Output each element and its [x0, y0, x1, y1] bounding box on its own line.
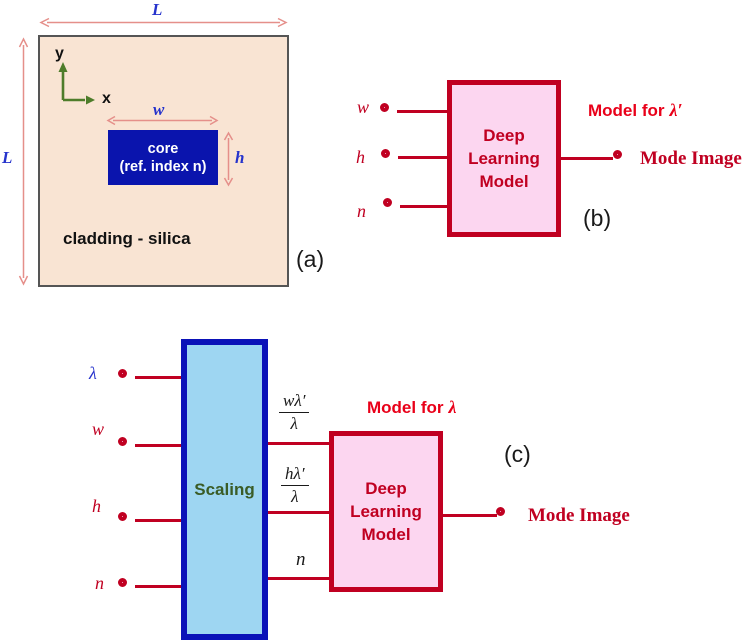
scaled-w-fraction: wλ′ λ: [279, 391, 310, 434]
output-label-b: Mode Image: [640, 148, 742, 169]
wire: [135, 519, 181, 522]
wire-label-n: n: [296, 549, 306, 570]
wire: [135, 444, 181, 447]
core-height-label: h: [235, 148, 245, 167]
core-title: core: [147, 140, 179, 157]
fraction-numerator: hλ′: [281, 464, 309, 486]
output-node-icon: [613, 150, 622, 159]
box-line: Learning: [350, 502, 422, 521]
wire: [398, 156, 447, 159]
output-node-icon: [496, 507, 505, 516]
caption-prefix: Model for: [588, 101, 665, 120]
wire: [443, 514, 497, 517]
input-node-icon: [381, 149, 390, 158]
xy-axes-icon: [58, 62, 95, 105]
dim-label-left-L: L: [2, 148, 13, 167]
input-node-icon: [118, 578, 127, 587]
wire: [268, 511, 330, 514]
input-label-w: w: [357, 97, 370, 117]
axis-y-label: y: [55, 45, 64, 62]
input-label-h: h: [92, 496, 101, 516]
core-width-label: w: [153, 100, 165, 119]
fraction-numerator: wλ′: [279, 391, 310, 413]
input-node-icon: [380, 103, 389, 112]
wire: [135, 585, 181, 588]
scaling-label: Scaling: [194, 479, 255, 499]
input-label-n: n: [95, 573, 104, 593]
dim-label-top-L: L: [152, 0, 163, 19]
panel-b-tag: (b): [583, 205, 612, 231]
output-label-c: Mode Image: [528, 505, 630, 526]
core-subtitle: (ref. index n): [119, 158, 207, 175]
caption-symbol: λ: [448, 397, 457, 417]
input-label-lambda: λ: [89, 363, 97, 383]
input-node-icon: [118, 369, 127, 378]
core-height-arrow-icon: [223, 131, 234, 187]
core-width-arrow-icon: [106, 115, 219, 126]
fraction-denominator: λ: [291, 487, 299, 506]
input-node-icon: [118, 437, 127, 446]
box-line: Deep: [483, 126, 525, 145]
input-label-w: w: [92, 419, 105, 439]
input-label-n: n: [357, 201, 366, 221]
caption-symbol: λ′: [669, 100, 683, 120]
wire: [561, 157, 613, 160]
wire: [135, 376, 181, 379]
axis-x-label: x: [102, 90, 111, 107]
input-node-icon: [383, 198, 392, 207]
box-line: Model: [361, 525, 411, 544]
box-line: Model: [479, 172, 529, 191]
dimension-arrow-horizontal-icon: [39, 17, 288, 28]
wire: [400, 205, 447, 208]
wire: [268, 442, 330, 445]
deep-learning-model-box: Deep Learning Model: [329, 431, 443, 592]
cladding-label: cladding - silica: [63, 229, 191, 248]
fraction-denominator: λ: [290, 414, 298, 433]
input-node-icon: [118, 512, 127, 521]
deep-learning-model-box: Deep Learning Model: [447, 80, 561, 237]
panel-a-tag: (a): [296, 246, 325, 272]
panel-c-tag: (c): [504, 441, 531, 467]
scaling-box: Scaling: [181, 339, 268, 640]
input-label-h: h: [356, 147, 365, 167]
box-line: Learning: [468, 149, 540, 168]
core-rect: core (ref. index n): [108, 130, 218, 185]
dimension-arrow-vertical-icon: [18, 37, 29, 286]
box-line: Deep: [365, 479, 407, 498]
wire: [397, 110, 447, 113]
scaled-h-fraction: hλ′ λ: [281, 464, 309, 507]
caption-prefix: Model for: [367, 398, 444, 417]
wire: [268, 577, 330, 580]
